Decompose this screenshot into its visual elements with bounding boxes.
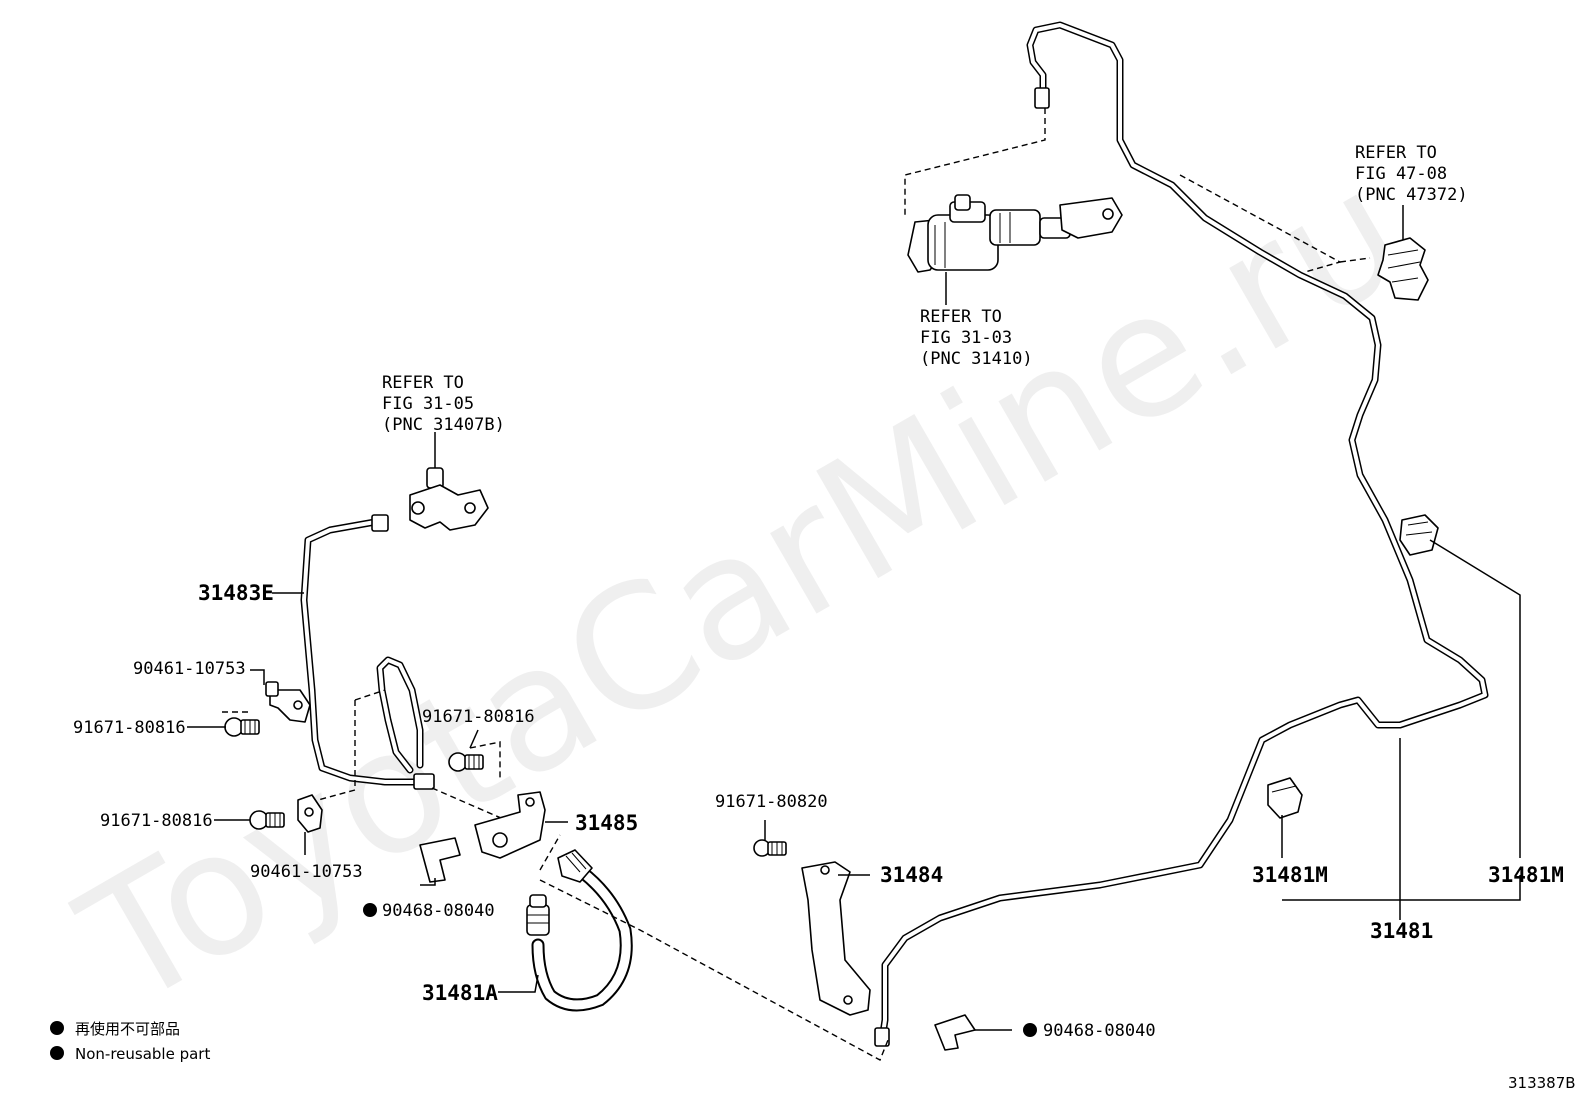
part-label-90468-b: 90468-08040 xyxy=(1043,1021,1156,1041)
part-label-91671-a: 91671-80816 xyxy=(73,718,186,738)
non-reusable-marker-a xyxy=(363,903,377,917)
hose-31481A xyxy=(526,849,633,1012)
pipe-loop xyxy=(376,656,424,774)
clip-90461-upper xyxy=(265,681,311,723)
bolt-91671-a xyxy=(224,717,260,737)
ref-label-47372: REFER TO FIG 47-08 (PNC 47372) xyxy=(1355,143,1468,205)
legend-marker-jp xyxy=(50,1021,64,1035)
legend-marker-en xyxy=(50,1046,64,1060)
part-label-90461-lower: 90461-10753 xyxy=(250,862,363,882)
clamp-31481M-upper xyxy=(1399,514,1439,556)
part-label-31481: 31481 xyxy=(1370,919,1433,943)
non-reusable-marker-b xyxy=(1023,1023,1037,1037)
svg-text:FIG 31-05: FIG 31-05 xyxy=(382,394,474,414)
bolt-91671-d xyxy=(753,839,787,857)
dashed-guides xyxy=(220,108,1371,1061)
clip-47372 xyxy=(1377,205,1429,301)
part-label-31483E: 31483E xyxy=(198,581,274,605)
part-label-90468-a: 90468-08040 xyxy=(382,901,495,921)
svg-text:FIG 31-03: FIG 31-03 xyxy=(920,328,1012,348)
legend-jp: 再使用不可部品 xyxy=(75,1020,180,1038)
part-label-90461-upper: 90461-10753 xyxy=(133,659,246,679)
ref-label-31407B: REFER TO FIG 31-05 (PNC 31407B) xyxy=(382,373,505,435)
svg-text:FIG 47-08: FIG 47-08 xyxy=(1355,164,1447,184)
part-label-91671-c: 91671-80816 xyxy=(100,811,213,831)
part-label-31481A: 31481A xyxy=(422,981,498,1005)
union-31407B xyxy=(409,432,489,531)
bolt-91671-b xyxy=(448,752,484,772)
svg-text:(PNC 31407B): (PNC 31407B) xyxy=(382,415,505,435)
part-label-91671-d: 91671-80820 xyxy=(715,792,828,812)
part-label-31481M-left: 31481M xyxy=(1252,863,1328,887)
part-label-31484: 31484 xyxy=(880,863,943,887)
leader-lines xyxy=(187,539,1521,1031)
ref-label-31410: REFER TO FIG 31-03 (PNC 31410) xyxy=(920,307,1033,369)
bracket-31484 xyxy=(801,861,871,1016)
svg-text:REFER TO: REFER TO xyxy=(920,307,1002,327)
legend-en: Non-reusable part xyxy=(75,1045,210,1063)
diagram-code: 313387B xyxy=(1508,1074,1576,1092)
part-label-31485: 31485 xyxy=(575,811,638,835)
svg-text:REFER TO: REFER TO xyxy=(382,373,464,393)
pipe-31483E xyxy=(300,514,435,790)
master-cylinder xyxy=(907,194,1123,273)
pipe-31481 xyxy=(874,21,1489,1047)
part-label-31481M-right: 31481M xyxy=(1488,863,1564,887)
svg-text:REFER TO: REFER TO xyxy=(1355,143,1437,163)
clip-90461-lower xyxy=(297,794,323,833)
bolt-91671-c xyxy=(249,810,285,830)
svg-text:(PNC 47372): (PNC 47372) xyxy=(1355,185,1468,205)
clamp-31481M-lower xyxy=(1267,777,1303,819)
clip-90468-b xyxy=(934,1014,976,1051)
part-label-91671-b: 91671-80816 xyxy=(422,707,535,727)
svg-text:(PNC 31410): (PNC 31410) xyxy=(920,349,1033,369)
bracket-31485 xyxy=(474,791,546,859)
clip-90468-a xyxy=(419,837,461,883)
